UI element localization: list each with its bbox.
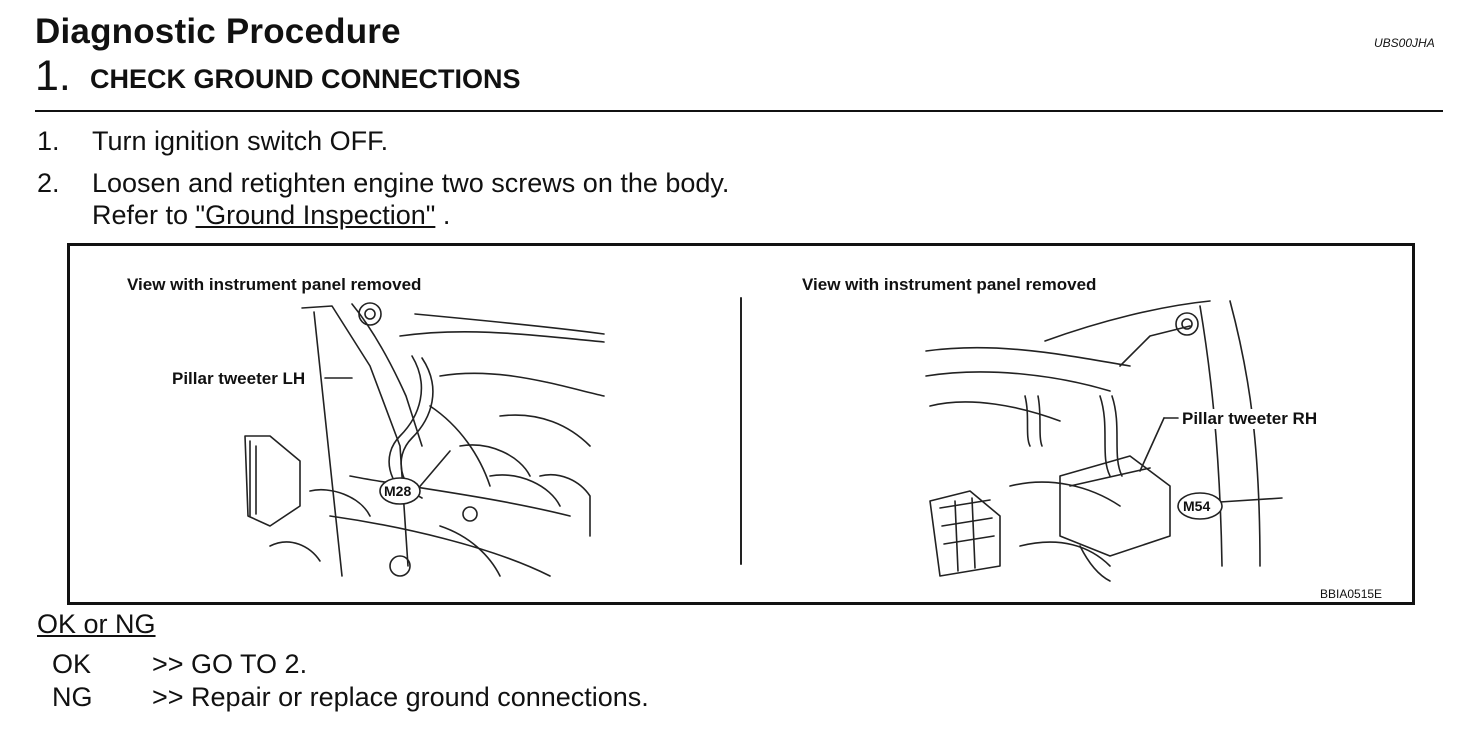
result-action: >> GO TO 2. [152, 649, 308, 679]
vehicle-interior-illustration [244, 297, 1283, 582]
result-action: >> Repair or replace ground connections. [152, 682, 649, 712]
instruction-number: 2. [37, 168, 60, 198]
result-status: OK [52, 649, 92, 679]
reference-line: Refer to "Ground Inspection" . [92, 200, 450, 231]
m28-connector-label: M28 [384, 483, 412, 499]
illustration-figure: View with instrument panel removed View … [67, 243, 1415, 605]
m54-connector-label: M54 [1183, 498, 1211, 514]
right-illustration [925, 300, 1283, 582]
m28-connector-marker [379, 477, 421, 505]
left-figure-caption: View with instrument panel removed [127, 275, 422, 294]
step-number: 1. [35, 52, 71, 100]
instruction-text: Turn ignition switch OFF. [92, 126, 389, 156]
instruction-text: Loosen and retighten engine two screws o… [92, 168, 730, 198]
header-divider [35, 110, 1443, 112]
left-connector-leader [415, 450, 451, 492]
pillar-tweeter-rh-label: Pillar tweeter RH [1180, 409, 1320, 429]
page-title: Diagnostic Procedure [35, 12, 401, 51]
instruction-number: 1. [37, 126, 60, 156]
step-title: CHECK GROUND CONNECTIONS [90, 64, 521, 94]
right-connector-leader [1219, 497, 1283, 503]
figure-id: BBIA0515E [1320, 587, 1383, 601]
right-figure-caption: View with instrument panel removed [802, 275, 1097, 294]
ground-inspection-link[interactable]: "Ground Inspection" [195, 200, 436, 230]
document-id: UBS00JHA [1374, 36, 1435, 50]
result-heading: OK or NG [37, 609, 156, 639]
reference-suffix: . [435, 200, 451, 230]
left-illustration [244, 302, 605, 577]
result-status: NG [52, 682, 93, 712]
reference-prefix: Refer to [92, 200, 196, 230]
pillar-tweeter-lh-label: Pillar tweeter LH [170, 369, 308, 389]
m54-connector-marker [1177, 492, 1223, 520]
